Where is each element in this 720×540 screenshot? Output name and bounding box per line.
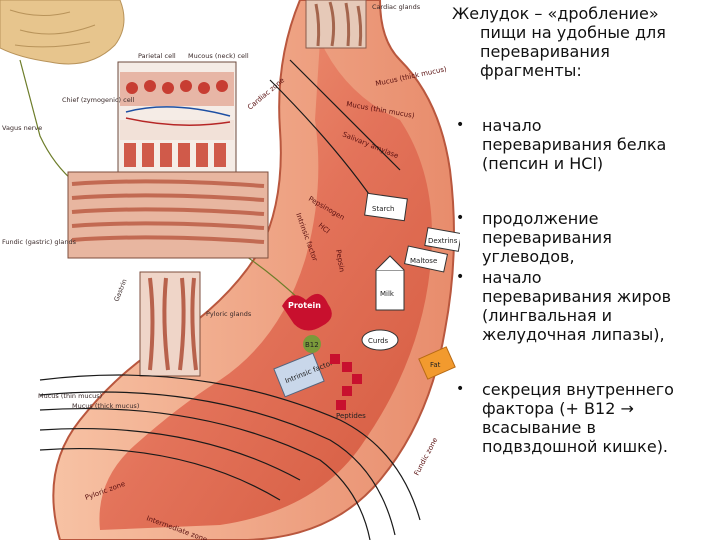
- tag-starch: Starch: [364, 192, 408, 222]
- label-mucus-thick-lower: Mucus (thick mucus): [72, 402, 139, 410]
- label-chief-cell: Chief (zymogenic) cell: [62, 96, 135, 104]
- label-pyloric-glands: Pyloric glands: [206, 310, 252, 318]
- label-peptides: Peptides: [336, 412, 366, 420]
- heading-line-1: Желудок – «дробление»: [452, 4, 659, 23]
- label-parietal-cell: Parietal cell: [138, 52, 176, 60]
- stomach-diagram: Cardiac glands Parietal cell Mucous (nec…: [0, 0, 460, 540]
- bullet-dot-icon: •: [456, 210, 465, 226]
- bullet-item-protein: • начало переваривания белка (пепсин и H…: [456, 116, 667, 173]
- bullet-list: • начало переваривания белка (пепсин и H…: [452, 116, 716, 456]
- svg-text:Starch: Starch: [372, 205, 395, 213]
- heading-line-2: пищи на удобные для: [480, 23, 666, 42]
- milk-carton-icon: Milk: [375, 255, 405, 311]
- label-pepsin: Pepsin: [334, 249, 346, 273]
- svg-text:Milk: Milk: [380, 290, 395, 298]
- tag-fat: Fat: [418, 346, 456, 380]
- heading: Желудок – «дробление» пищи на удобные дл…: [452, 4, 716, 80]
- peptide-chain: [330, 354, 362, 410]
- bullet-item-fats: • начало переваривания жиров (лингвальна…: [456, 268, 672, 344]
- fundic-glands-illustration: [67, 171, 269, 259]
- stomach-body: [52, 0, 455, 540]
- svg-text:Protein: Protein: [288, 301, 321, 310]
- label-mucus-thin-lower: Mucus (thin mucus): [38, 392, 102, 400]
- bullet-item-carbs: • продолжение переваривания углеводов,: [456, 209, 612, 266]
- svg-text:Curds: Curds: [368, 337, 389, 345]
- bullet-dot-icon: •: [456, 117, 465, 133]
- bullet-item-intrinsic-factor: • секреция внутреннего фактора (+ B12 → …: [456, 380, 674, 456]
- heading-line-4: фрагменты:: [480, 61, 582, 80]
- b12-molecule: B12: [303, 335, 321, 353]
- svg-text:Maltose: Maltose: [410, 257, 437, 265]
- pyloric-glands-illustration: [139, 271, 201, 377]
- text-panel: Желудок – «дробление» пищи на удобные дл…: [452, 4, 716, 536]
- svg-text:Fat: Fat: [430, 361, 441, 369]
- label-fundic-glands: Fundic (gastric) glands: [2, 238, 77, 246]
- label-cardiac-glands: Cardiac glands: [372, 3, 421, 11]
- bullet-dot-icon: •: [456, 381, 465, 397]
- label-gastrin: Gastrin: [112, 278, 128, 303]
- tag-curds: Curds: [361, 329, 399, 351]
- svg-text:Dextrins: Dextrins: [428, 237, 458, 245]
- gastric-cell-panel: [117, 61, 237, 175]
- brain-icon: [0, 0, 125, 65]
- protein-cluster: Protein: [282, 293, 332, 331]
- flow-arrows: [39, 59, 421, 540]
- tag-dextrins: Dextrins: [424, 227, 460, 252]
- label-fundic-zone: Fundic zone: [413, 436, 440, 477]
- label-mucous-neck-cell: Mucous (neck) cell: [188, 52, 249, 60]
- heading-line-3: переваривания: [480, 42, 610, 61]
- svg-text:B12: B12: [305, 341, 319, 349]
- tag-maltose: Maltose: [403, 245, 449, 273]
- bullet-dot-icon: •: [456, 269, 465, 285]
- label-vagus-nerve: Vagus nerve: [2, 124, 42, 132]
- cardiac-glands-illustration: [305, 0, 367, 49]
